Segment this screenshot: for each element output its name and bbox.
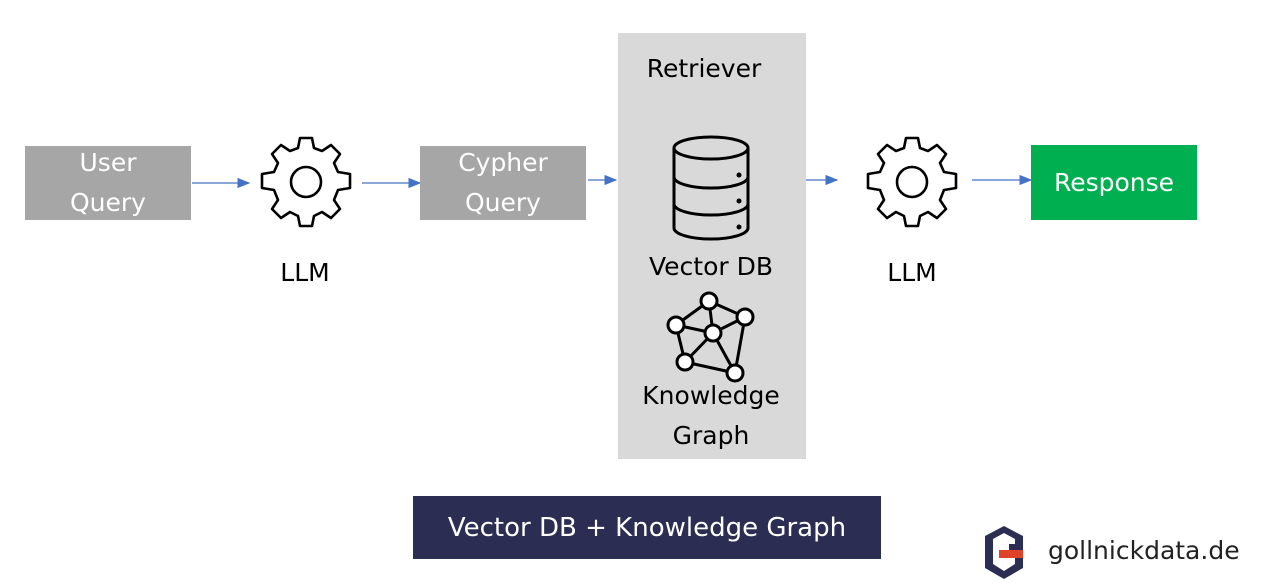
gollnickdata-logo-icon bbox=[985, 526, 1023, 579]
database-icon bbox=[672, 135, 750, 241]
llm-label-1: LLM bbox=[280, 258, 330, 287]
retriever-title: Retriever bbox=[646, 54, 762, 83]
gear-icon bbox=[260, 136, 352, 228]
response-box: Response bbox=[1031, 145, 1197, 220]
cypher-query-box: Cypher Query bbox=[420, 146, 586, 220]
brand-name: gollnickdata.de bbox=[1048, 536, 1240, 565]
user-query-line1: User bbox=[79, 148, 137, 177]
cypher-query-line1: Cypher bbox=[458, 148, 548, 177]
gear-icon bbox=[866, 136, 958, 228]
user-query-box: User Query bbox=[25, 146, 191, 220]
cypher-query-line2: Query bbox=[465, 188, 541, 217]
network-graph-icon bbox=[666, 291, 755, 383]
retriever-panel bbox=[618, 33, 806, 459]
title-banner: Vector DB + Knowledge Graph bbox=[413, 496, 881, 559]
vector-db-label: Vector DB bbox=[648, 252, 773, 281]
knowledge-graph-line1: Knowledge bbox=[642, 381, 780, 410]
knowledge-graph-label: Knowledge Graph bbox=[618, 376, 804, 456]
user-query-line2: Query bbox=[70, 188, 146, 217]
llm-label-2: LLM bbox=[887, 258, 937, 287]
knowledge-graph-line2: Graph bbox=[672, 421, 750, 450]
